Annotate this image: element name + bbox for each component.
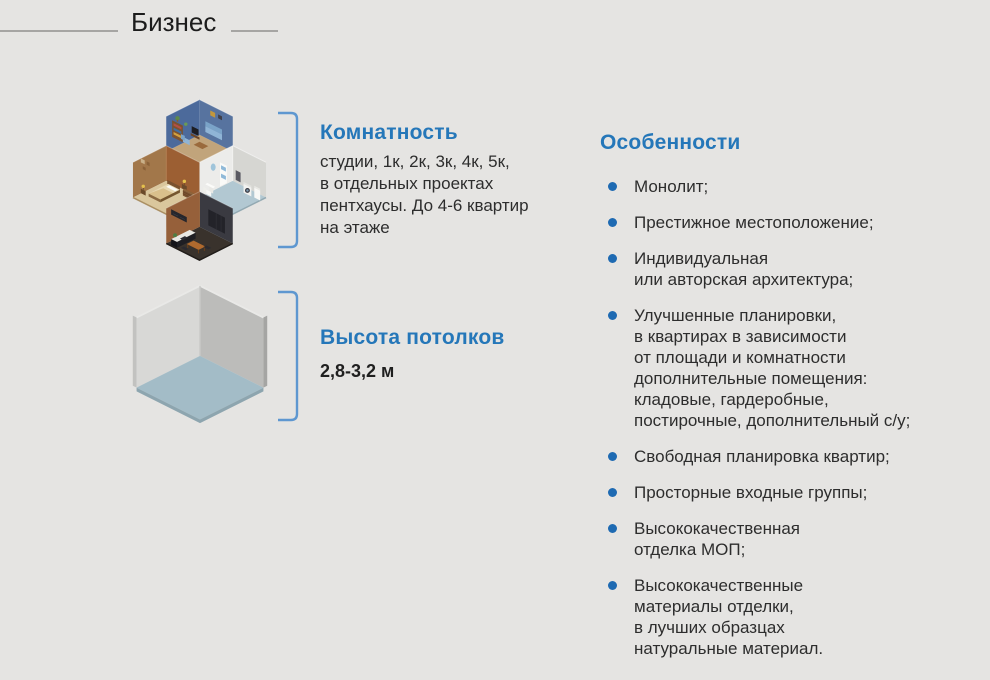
- bullet-icon: [608, 524, 617, 533]
- features-list: Монолит; Престижное местоположение; Инди…: [600, 176, 980, 659]
- feature-item: Монолит;: [600, 176, 980, 197]
- rooms-section-body: студии, 1к, 2к, 3к, 4к, 5к, в отдельных …: [320, 152, 529, 237]
- feature-item: Высококачественная отделка МОП;: [600, 518, 980, 560]
- ceiling-height-cube-illustration: [132, 284, 268, 424]
- bullet-icon: [608, 488, 617, 497]
- feature-item: Высококачественные материалы отделки, в …: [600, 575, 980, 659]
- feature-item: Свободная планировка квартир;: [600, 446, 980, 467]
- bracket-icon: [278, 111, 299, 249]
- title-divider-right: [231, 30, 278, 32]
- bathroom: [199, 145, 267, 215]
- feature-text: Высококачественная отделка МОП;: [634, 519, 801, 559]
- feature-text: Монолит;: [634, 177, 709, 196]
- bullet-icon: [608, 254, 617, 263]
- feature-item: Индивидуальная или авторская архитектура…: [600, 248, 980, 290]
- kitchen: [165, 191, 234, 261]
- feature-text: Просторные входные группы;: [634, 483, 868, 502]
- ceiling-section-title: Высота потолков: [320, 326, 505, 349]
- bullet-icon: [608, 182, 617, 191]
- feature-text: Свободная планировка квартир;: [634, 447, 890, 466]
- rooms-section-title: Комнатность: [320, 121, 458, 144]
- feature-text: Престижное местоположение;: [634, 213, 874, 232]
- bullet-icon: [608, 218, 617, 227]
- bracket-icon: [278, 290, 299, 422]
- features-section-title: Особенности: [600, 131, 741, 154]
- apartment-cutaway-illustration: [132, 99, 267, 261]
- page-title: Бизнес: [131, 7, 217, 37]
- bullet-icon: [608, 581, 617, 590]
- feature-item: Престижное местоположение;: [600, 212, 980, 233]
- feature-text: Индивидуальная или авторская архитектура…: [634, 249, 854, 289]
- feature-text: Высококачественные материалы отделки, в …: [634, 576, 824, 658]
- bullet-icon: [608, 311, 617, 320]
- feature-text: Улучшенные планировки, в квартирах в зав…: [634, 306, 911, 430]
- feature-item: Улучшенные планировки, в квартирах в зав…: [600, 305, 980, 431]
- ceiling-height-value: 2,8-3,2 м: [320, 361, 395, 381]
- bedroom: [132, 145, 200, 215]
- bullet-icon: [608, 452, 617, 461]
- title-divider-left: [0, 30, 118, 32]
- feature-item: Просторные входные группы;: [600, 482, 980, 503]
